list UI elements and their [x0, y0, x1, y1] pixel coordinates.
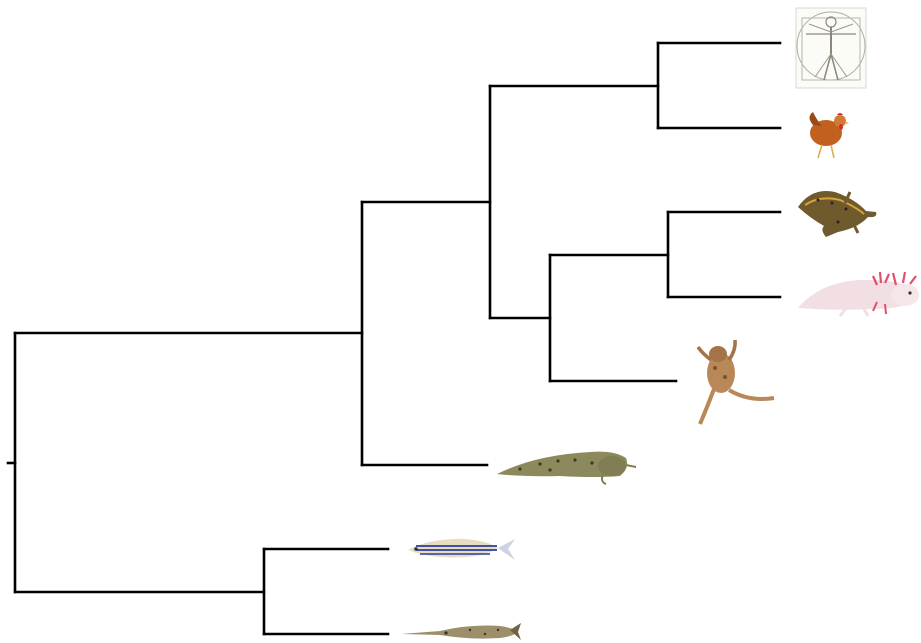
- amniote-node: [658, 43, 780, 128]
- root-node: [8, 333, 362, 592]
- sarcopterygian-node: [362, 202, 490, 465]
- vitruvian-man-icon: [796, 8, 866, 88]
- tetrapod-node: [490, 86, 658, 318]
- salamander-node: [668, 212, 780, 297]
- axolotl-icon: [798, 272, 919, 316]
- lungfish-icon: [497, 452, 636, 484]
- clawed-frog-icon: [698, 340, 774, 424]
- actinopterygian-node: [264, 549, 388, 634]
- zebrafish-icon: [408, 539, 515, 560]
- chicken-icon: [810, 112, 850, 158]
- gar-icon: [401, 623, 521, 640]
- newt-icon: [798, 191, 876, 237]
- amphibian-node: [550, 255, 676, 381]
